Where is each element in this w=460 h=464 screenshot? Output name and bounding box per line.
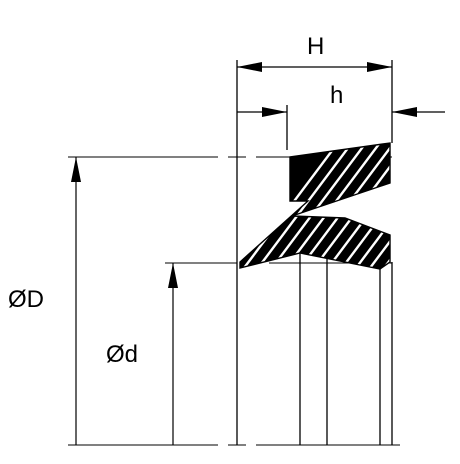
- h-arrow-right: [392, 107, 417, 117]
- H-arrow-right: [367, 62, 392, 72]
- dimension-h: h: [237, 82, 445, 117]
- seal-outline: [239, 142, 391, 270]
- seal-cross-section: [239, 142, 391, 270]
- h-arrow-left: [262, 107, 287, 117]
- seal-body: [240, 143, 390, 269]
- D-arrow-top: [71, 157, 81, 182]
- dimension-H: H: [237, 33, 392, 72]
- d-label: Ød: [106, 341, 138, 368]
- lower-projection-lines: [299, 253, 393, 445]
- H-label: H: [307, 33, 324, 60]
- reference-lines: [68, 156, 400, 446]
- dimension-outer-diameter: ØD: [8, 157, 81, 445]
- h-label: h: [330, 82, 343, 109]
- H-arrow-left: [237, 62, 262, 72]
- D-label: ØD: [8, 286, 44, 313]
- dimension-inner-diameter: Ød: [106, 263, 178, 445]
- d-arrow-top: [168, 263, 178, 288]
